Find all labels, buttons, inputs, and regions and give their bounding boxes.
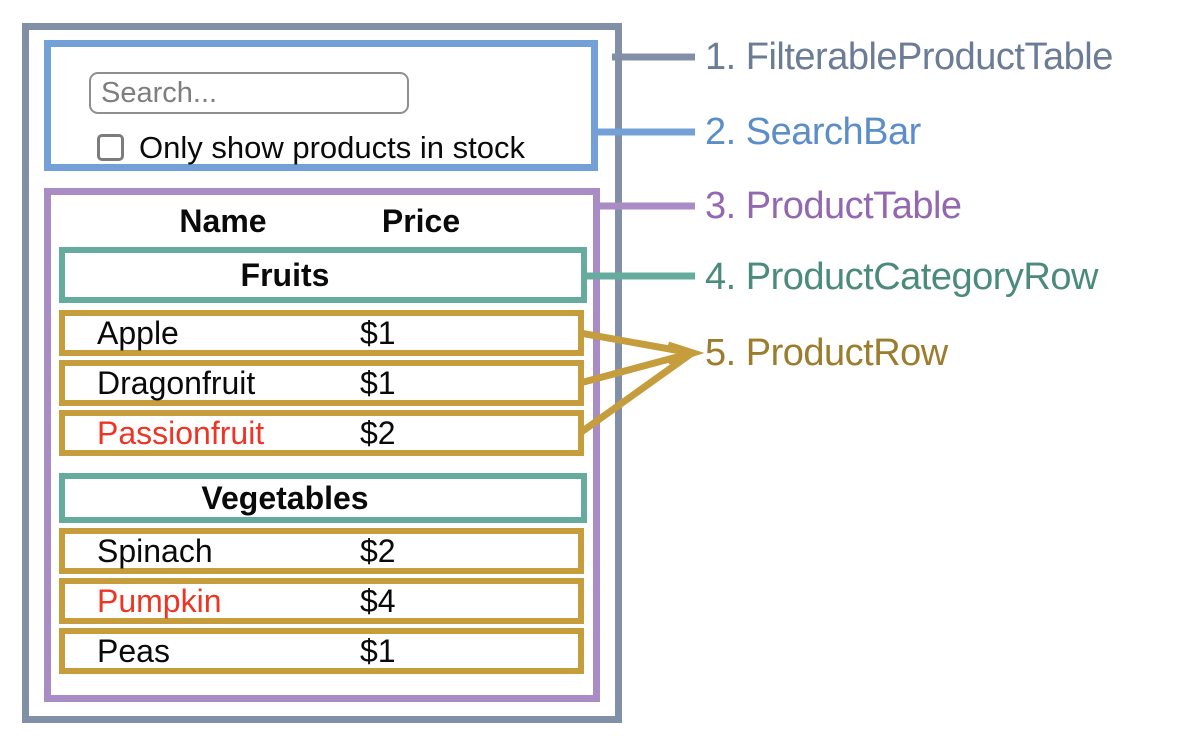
product-row-pumpkin: Pumpkin $4 [59, 578, 584, 624]
product-row-passionfruit: Passionfruit $2 [59, 410, 584, 456]
label-product-category-row: 4. ProductCategoryRow [705, 256, 1098, 298]
product-row-apple: Apple $1 [59, 310, 584, 356]
search-input[interactable] [89, 72, 409, 114]
product-name: Peas [97, 633, 170, 669]
arrowhead-product-row [666, 341, 705, 365]
product-price: $2 [360, 533, 396, 569]
label-product-row: 5. ProductRow [705, 332, 948, 374]
product-price: $1 [360, 633, 396, 669]
product-price: $4 [360, 583, 396, 619]
product-name: Pumpkin [97, 583, 222, 619]
product-row-spinach: Spinach $2 [59, 528, 584, 574]
product-row-peas: Peas $1 [59, 628, 584, 674]
label-product-table: 3. ProductTable [705, 185, 962, 227]
product-name: Spinach [97, 533, 213, 569]
product-name: Passionfruit [97, 415, 265, 451]
column-header-name: Name [179, 203, 267, 239]
product-name: Dragonfruit [97, 365, 256, 401]
label-search-bar: 2. SearchBar [705, 111, 921, 153]
in-stock-checkbox[interactable] [97, 134, 124, 161]
product-name: Apple [97, 315, 179, 351]
product-price: $1 [360, 315, 396, 351]
product-row-dragonfruit: Dragonfruit $1 [59, 360, 584, 406]
label-filterable-product-table: 1. FilterableProductTable [705, 36, 1113, 78]
in-stock-checkbox-label: Only show products in stock [139, 130, 525, 165]
product-price: $2 [360, 415, 396, 451]
category-row-fruits: Fruits [59, 247, 587, 303]
category-row-vegetables: Vegetables [59, 473, 587, 523]
column-header-price: Price [381, 203, 461, 239]
product-price: $1 [360, 365, 396, 401]
